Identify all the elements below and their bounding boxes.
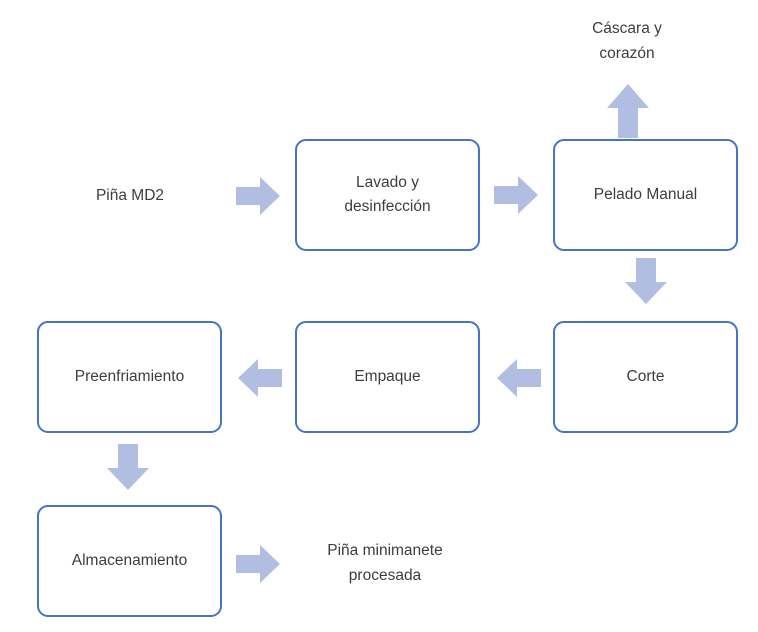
block-arrow-right-icon	[236, 177, 280, 215]
process-box-label: Corte	[626, 368, 665, 385]
text-pina-procesada: Piña minimanete procesada	[327, 542, 443, 584]
process-box-label: Empaque	[354, 368, 421, 385]
process-box-label: Pelado Manual	[593, 186, 698, 203]
process-box-label: Lavado y desinfección	[344, 174, 431, 215]
block-arrow-right-icon	[236, 545, 280, 583]
process-box-empaque: Empaque	[295, 321, 480, 433]
process-box-preenfriamiento: Preenfriamiento	[37, 321, 222, 433]
block-arrow-down-icon	[625, 258, 667, 304]
edge-empaque-to-preenfriamiento	[238, 359, 282, 397]
edge-pelado-to-corte	[625, 258, 667, 304]
block-arrow-left-icon	[238, 359, 282, 397]
edge-preenfriamiento-to-almacenamiento	[107, 444, 149, 490]
block-arrow-right-icon	[494, 176, 538, 214]
process-box-lavado: Lavado y desinfección	[295, 139, 480, 251]
block-arrow-up-icon	[607, 84, 649, 138]
text-cascara-y-corazon: Cáscara y corazón	[592, 20, 662, 62]
process-box-pelado: Pelado Manual	[553, 139, 738, 251]
edge-lavado-to-pelado	[494, 176, 538, 214]
process-box-label: Preenfriamiento	[74, 368, 185, 385]
block-arrow-down-icon	[107, 444, 149, 490]
edge-pina-md2-to-lavado	[236, 177, 280, 215]
process-box-corte: Corte	[553, 321, 738, 433]
edge-pelado-to-cascara	[607, 84, 649, 138]
edge-corte-to-empaque	[497, 359, 541, 397]
edge-almacenamiento-to-producto	[236, 545, 280, 583]
process-box-almacenamiento: Almacenamiento	[37, 505, 222, 617]
process-box-label: Almacenamiento	[71, 552, 188, 569]
text-pina-md2: Piña MD2	[95, 187, 165, 204]
block-arrow-left-icon	[497, 359, 541, 397]
